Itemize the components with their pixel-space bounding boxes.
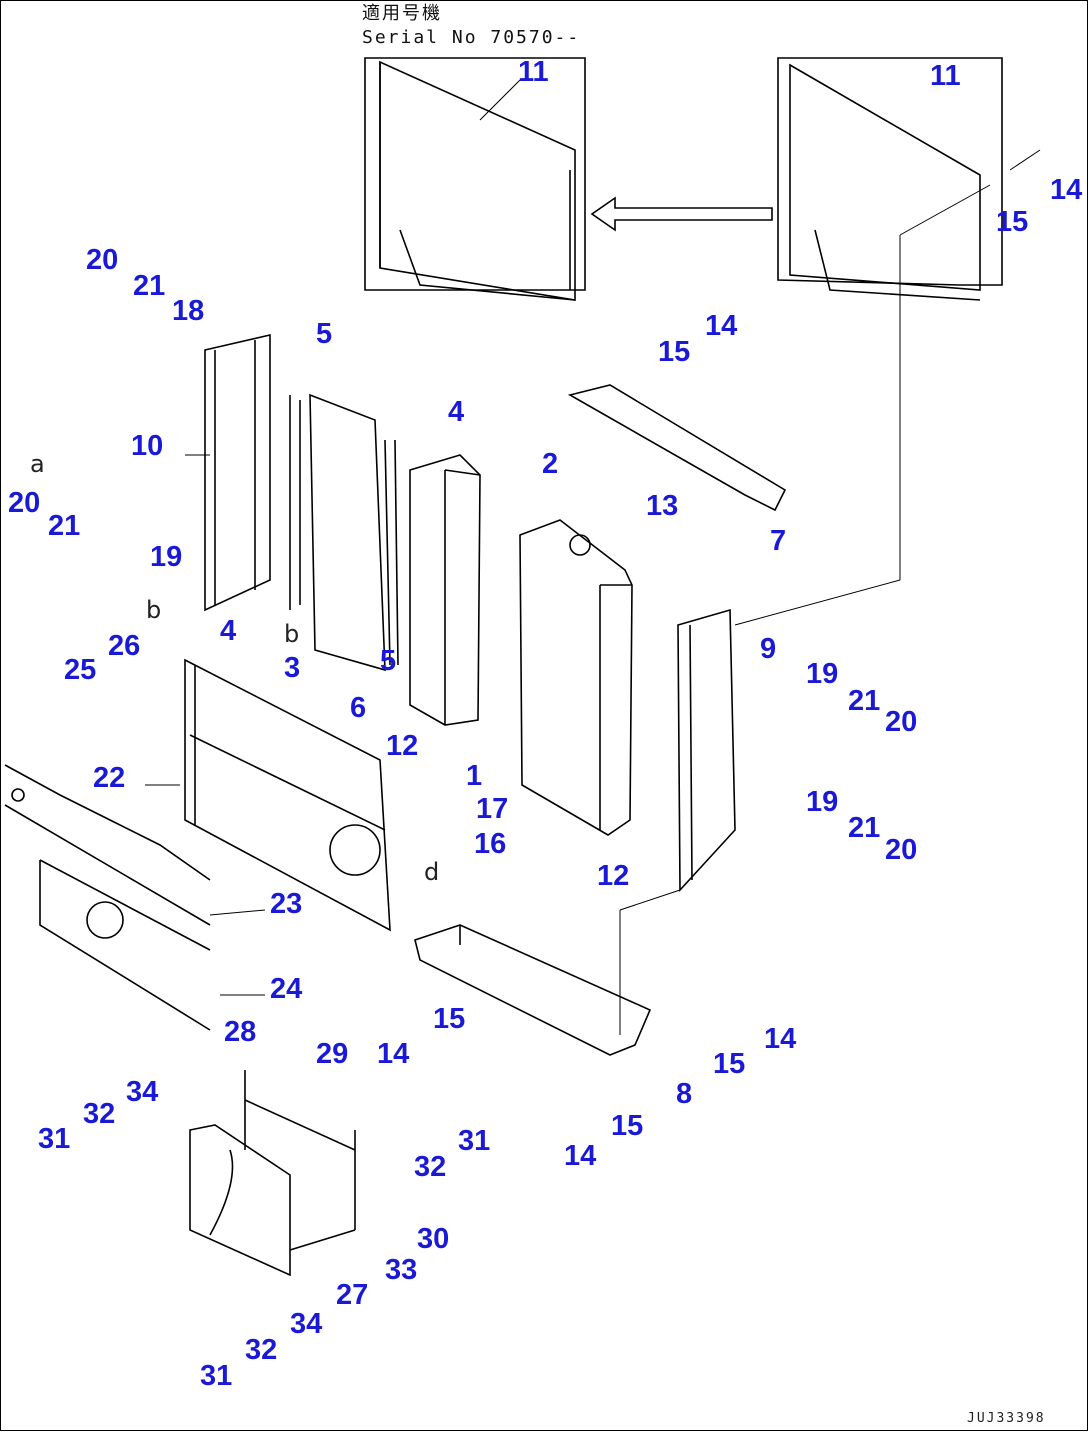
direction-arrow bbox=[590, 196, 773, 232]
part-callout-8: 8 bbox=[676, 1078, 693, 1110]
serial-number-label: Serial No 70570-- bbox=[362, 27, 581, 48]
connector-letter-b: b bbox=[284, 620, 300, 648]
part-callout-14: 14 bbox=[764, 1023, 797, 1055]
part-callout-34: 34 bbox=[126, 1076, 159, 1108]
part-callout-23: 23 bbox=[270, 888, 303, 920]
part-callout-15: 15 bbox=[996, 206, 1029, 238]
part-callout-31: 31 bbox=[38, 1123, 71, 1155]
part-callout-13: 13 bbox=[646, 490, 679, 522]
part-callout-19: 19 bbox=[806, 786, 839, 818]
part-callout-15: 15 bbox=[658, 336, 691, 368]
part-callout-31: 31 bbox=[458, 1125, 491, 1157]
part-callout-21: 21 bbox=[848, 812, 881, 844]
part-callout-14: 14 bbox=[564, 1140, 597, 1172]
leader-lines bbox=[145, 235, 901, 1035]
part-callout-9: 9 bbox=[760, 633, 777, 665]
part-callout-15: 15 bbox=[713, 1048, 746, 1080]
applicable-model-label: 適用号機 bbox=[362, 3, 442, 24]
part-callout-32: 32 bbox=[83, 1098, 116, 1130]
connector-letter-d: d bbox=[424, 858, 440, 886]
part-callout-25: 25 bbox=[64, 654, 97, 686]
part-callout-32: 32 bbox=[414, 1151, 447, 1183]
part-callout-12: 12 bbox=[597, 860, 630, 892]
part-callout-32: 32 bbox=[245, 1334, 278, 1366]
part-callout-4: 4 bbox=[220, 615, 237, 647]
part-callout-17: 17 bbox=[476, 793, 509, 825]
part-callout-6: 6 bbox=[350, 692, 367, 724]
bottom-plates bbox=[189, 1070, 356, 1277]
connector-letter-a: a bbox=[30, 450, 45, 478]
part-callout-11: 11 bbox=[930, 60, 961, 92]
part-callout-15: 15 bbox=[611, 1110, 644, 1142]
part-callout-10: 10 bbox=[131, 430, 164, 462]
lower-panel bbox=[184, 658, 391, 932]
part-callout-16: 16 bbox=[474, 828, 507, 860]
part-callout-14: 14 bbox=[705, 310, 738, 342]
connector-letter-b: b bbox=[146, 596, 162, 624]
part-callout-19: 19 bbox=[150, 541, 183, 573]
part-callout-20: 20 bbox=[86, 244, 119, 276]
part-callout-30: 30 bbox=[417, 1223, 450, 1255]
part-callout-20: 20 bbox=[8, 487, 41, 519]
part-callout-31: 31 bbox=[200, 1360, 233, 1392]
side-bracket-right bbox=[677, 608, 736, 893]
part-callout-21: 21 bbox=[848, 685, 881, 717]
part-callout-12: 12 bbox=[386, 730, 419, 762]
part-callout-5: 5 bbox=[380, 645, 397, 677]
part-callout-15: 15 bbox=[433, 1003, 466, 1035]
part-callout-29: 29 bbox=[316, 1038, 349, 1070]
part-callout-14: 14 bbox=[377, 1038, 410, 1070]
part-callout-1: 1 bbox=[466, 760, 483, 792]
part-callout-14: 14 bbox=[1050, 174, 1083, 206]
side-bracket-left bbox=[204, 333, 271, 612]
part-callout-24: 24 bbox=[270, 973, 303, 1005]
drawing-code: JUJ33398 bbox=[967, 1411, 1046, 1426]
frame-plates bbox=[4, 764, 211, 1031]
part-callout-26: 26 bbox=[108, 630, 141, 662]
part-callout-3: 3 bbox=[284, 652, 301, 684]
part-callout-21: 21 bbox=[133, 270, 166, 302]
part-callout-22: 22 bbox=[93, 762, 126, 794]
part-callout-18: 18 bbox=[172, 295, 205, 327]
part-callout-28: 28 bbox=[224, 1016, 257, 1048]
cooler-frame bbox=[289, 393, 399, 672]
part-callout-33: 33 bbox=[385, 1254, 418, 1286]
shroud-detail bbox=[777, 57, 1041, 301]
part-callout-27: 27 bbox=[336, 1279, 369, 1311]
part-callout-19: 19 bbox=[806, 658, 839, 690]
oil-cooler-core bbox=[409, 454, 481, 726]
shroud-installed bbox=[364, 57, 586, 301]
part-callout-11: 11 bbox=[518, 56, 549, 88]
part-callout-34: 34 bbox=[290, 1308, 323, 1340]
part-callout-5: 5 bbox=[316, 318, 333, 350]
radiator bbox=[519, 519, 633, 836]
part-callout-21: 21 bbox=[48, 510, 81, 542]
part-callout-7: 7 bbox=[770, 525, 787, 557]
part-callout-20: 20 bbox=[885, 834, 918, 866]
part-callout-4: 4 bbox=[448, 396, 465, 428]
bottom-support bbox=[414, 924, 652, 1056]
part-callout-20: 20 bbox=[885, 706, 918, 738]
part-callout-2: 2 bbox=[542, 448, 559, 480]
upper-support-bar bbox=[567, 384, 787, 512]
